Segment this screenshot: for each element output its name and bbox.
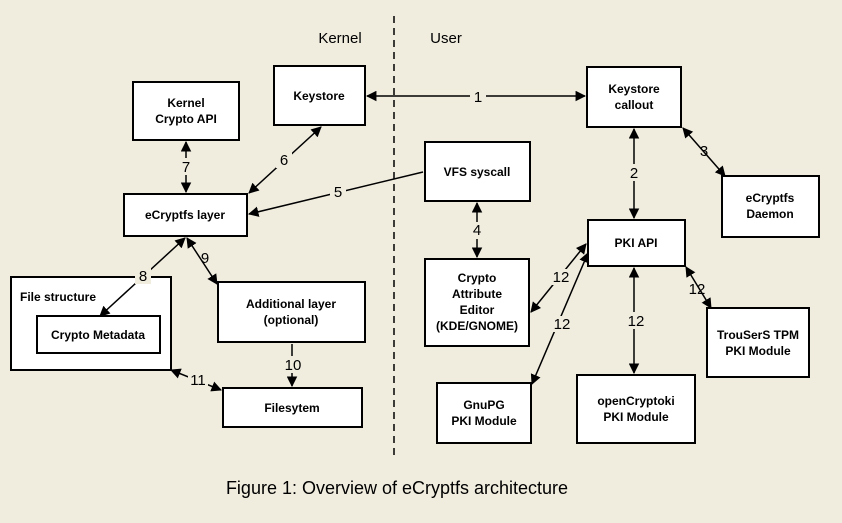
- edge-9-label: 9: [201, 250, 209, 267]
- box-label-crypto-metadata: Crypto Metadata: [51, 328, 145, 342]
- box-filesystem: Filesytem: [222, 387, 363, 428]
- figure-caption: Figure 1: Overview of eCryptfs architect…: [226, 478, 568, 498]
- box-label-filesystem: Filesytem: [264, 401, 319, 415]
- edge-3: [682, 127, 726, 177]
- box-label-line: GnuPG: [463, 398, 504, 412]
- box-label-line: openCryptoki: [597, 394, 674, 408]
- box-label-line: (KDE/GNOME): [436, 319, 518, 333]
- box-label-line: PKI Module: [725, 344, 791, 358]
- box-ecryptfs-layer: eCryptfs layer: [123, 193, 248, 237]
- edge-1-label: 1: [474, 89, 482, 106]
- box-label-additional-layer: Additional layer (optional): [246, 297, 336, 327]
- box-label-line: PKI Module: [451, 414, 517, 428]
- box-label-ecryptfs-layer: eCryptfs layer: [145, 208, 225, 222]
- edge-6-label: 6: [280, 152, 288, 169]
- box-label-line: PKI API: [615, 236, 658, 250]
- box-label-line: Kernel: [167, 96, 204, 110]
- box-label-line: VFS syscall: [444, 165, 511, 179]
- edge-10-label: 10: [285, 357, 302, 374]
- edge-3-label: 3: [700, 143, 708, 160]
- box-label-line: eCryptfs: [746, 191, 795, 205]
- box-label-line: callout: [615, 98, 654, 112]
- edge-7-label: 7: [182, 159, 190, 176]
- box-label-keystore-callout: Keystore callout: [608, 82, 660, 112]
- box-keystore: Keystore: [273, 65, 366, 126]
- kernel-region-label: Kernel: [318, 30, 361, 47]
- box-label-line: Additional layer: [246, 297, 336, 311]
- edge-12-trousers: [685, 266, 712, 309]
- box-keystore-callout: Keystore callout: [586, 66, 682, 128]
- box-label-trousers-tpm: TrouSerS TPM PKI Module: [717, 328, 799, 358]
- box-additional-layer: Additional layer (optional): [217, 281, 366, 343]
- box-label-line: Keystore: [608, 82, 660, 96]
- box-trousers-tpm: TrouSerS TPM PKI Module: [706, 307, 810, 378]
- box-label-file-structure: File structure: [20, 290, 96, 304]
- box-label-line: TrouSerS TPM: [717, 328, 799, 342]
- box-label-line: Attribute: [452, 287, 502, 301]
- edge-5-label: 5: [334, 184, 342, 201]
- box-label-line: Crypto API: [155, 112, 217, 126]
- user-region-label: User: [430, 30, 462, 47]
- box-label-line: eCryptfs layer: [145, 208, 225, 222]
- box-label-pki-api: PKI API: [615, 236, 658, 250]
- box-label-line: PKI Module: [603, 410, 669, 424]
- box-label-gnupg: GnuPG PKI Module: [451, 398, 517, 428]
- box-label-line: Daemon: [746, 207, 793, 221]
- box-label-line: Crypto: [458, 271, 497, 285]
- box-gnupg: GnuPG PKI Module: [436, 382, 532, 444]
- edge-4-label: 4: [473, 222, 481, 239]
- box-pki-api: PKI API: [587, 219, 686, 267]
- box-crypto-metadata: Crypto Metadata: [36, 315, 161, 354]
- box-label-line: Editor: [460, 303, 495, 317]
- box-label-line: Filesytem: [264, 401, 319, 415]
- edge-12-trousers-label: 12: [689, 281, 706, 298]
- box-vfs-syscall: VFS syscall: [424, 141, 531, 202]
- box-label-keystore: Keystore: [293, 89, 345, 103]
- edge-12-opencryptoki-label: 12: [628, 313, 645, 330]
- box-label-line: Keystore: [293, 89, 345, 103]
- edge-12-editor-label: 12: [553, 269, 570, 286]
- edge-11-label: 11: [190, 372, 206, 389]
- box-label-line: (optional): [264, 313, 319, 327]
- box-label-vfs-syscall: VFS syscall: [444, 165, 511, 179]
- edge-2-label: 2: [630, 165, 638, 182]
- edge-12-gnupg-label: 12: [554, 316, 571, 333]
- edge-9: [186, 237, 218, 285]
- edge-8-label: 8: [139, 268, 147, 285]
- box-label-line: Crypto Metadata: [51, 328, 145, 342]
- box-label-line: File structure: [20, 290, 96, 304]
